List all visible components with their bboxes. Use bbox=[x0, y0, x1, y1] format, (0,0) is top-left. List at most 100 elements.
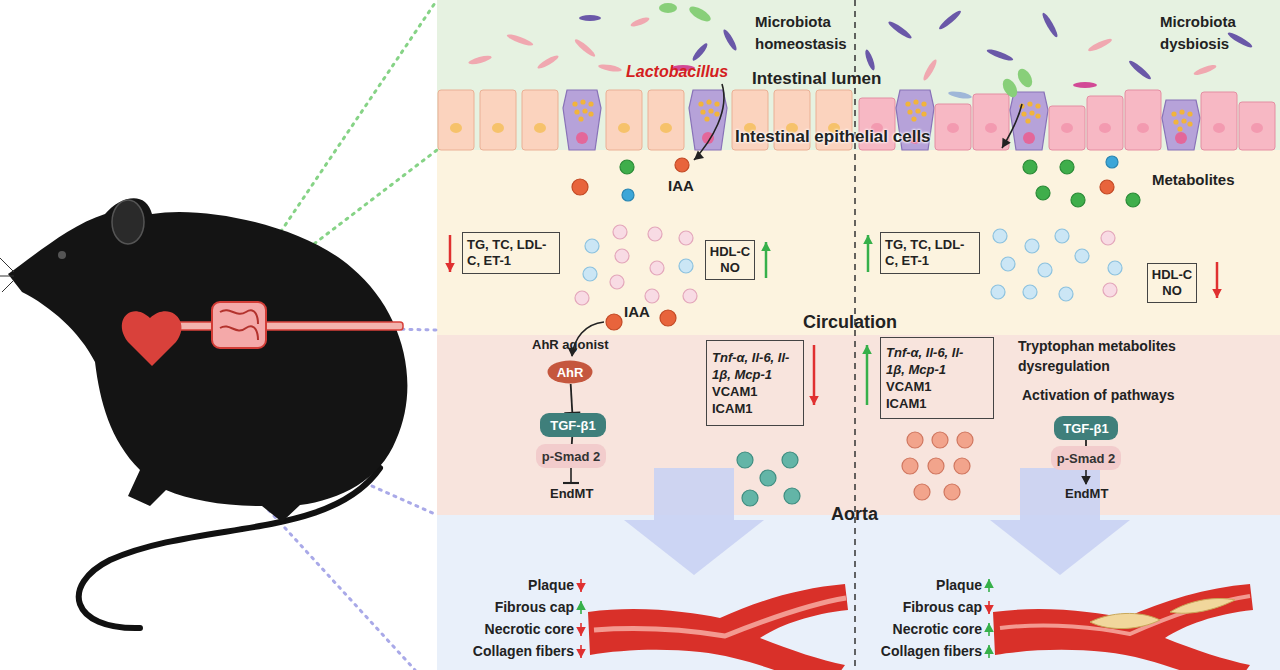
cell-nucleus bbox=[492, 123, 504, 133]
metabolite-dot bbox=[954, 458, 970, 474]
metabolite-dot bbox=[1103, 283, 1117, 297]
cell-nucleus bbox=[947, 123, 959, 133]
metabolite-dot bbox=[928, 458, 944, 474]
epithelial-cell bbox=[1201, 92, 1237, 150]
cell-nucleus bbox=[1023, 132, 1035, 144]
cytokine-box: Tnf-α, Il-6, Il-1β, Mcp-1VCAM1 ICAM1 bbox=[706, 340, 804, 426]
connector bbox=[564, 384, 580, 413]
metabolite-dot bbox=[1023, 285, 1037, 299]
outcome-label: Collagen fibers bbox=[440, 642, 574, 660]
divider-line bbox=[854, 0, 856, 670]
mucus-granule bbox=[588, 101, 593, 106]
metabolite-dot bbox=[1106, 156, 1118, 168]
epithelial-cell bbox=[438, 90, 474, 150]
bacterium bbox=[659, 3, 677, 13]
metabolite-dot bbox=[1025, 239, 1039, 253]
mouse-intestine bbox=[212, 302, 266, 348]
metabolite-dot bbox=[679, 231, 693, 245]
metabolite-dot bbox=[737, 452, 753, 468]
goblet-cell bbox=[563, 90, 601, 150]
metabolite-dot bbox=[1059, 287, 1073, 301]
trend-arrowhead bbox=[576, 583, 586, 592]
process-label: EndMT bbox=[1065, 486, 1108, 502]
mucus-granule bbox=[1021, 111, 1026, 116]
metabolite-dot bbox=[648, 227, 662, 241]
metabolite-dot bbox=[907, 432, 923, 448]
mouse-body bbox=[8, 198, 407, 522]
artery-lumen bbox=[594, 598, 846, 636]
pathway-pill: TGF-β1 bbox=[540, 413, 606, 437]
metabolite-dot bbox=[1001, 257, 1015, 271]
bacterium bbox=[1040, 11, 1059, 38]
process-label: EndMT bbox=[550, 486, 593, 502]
metabolite-label: Metabolites bbox=[1152, 170, 1235, 189]
metabolite-dot bbox=[932, 432, 948, 448]
mouse-whisker bbox=[0, 276, 14, 277]
node-text: Tnf-α, Il-6, Il-1β, Mcp-1 bbox=[712, 349, 798, 383]
mucus-granule bbox=[714, 111, 719, 116]
mucus-granule bbox=[1029, 110, 1034, 115]
mucus-granule bbox=[582, 108, 587, 113]
region-label: Intestinal lumen bbox=[752, 68, 881, 89]
metabolite-dot bbox=[991, 285, 1005, 299]
outcome-label: Plaque bbox=[440, 576, 574, 594]
cell-nucleus bbox=[534, 123, 546, 133]
epithelial-cell bbox=[1049, 106, 1085, 150]
cell-nucleus bbox=[1251, 123, 1263, 133]
mucus-granule bbox=[580, 99, 585, 104]
metabolite-dot bbox=[683, 289, 697, 303]
outcome-label: Plaque bbox=[840, 576, 982, 594]
node-text: HDL-C NO bbox=[1150, 267, 1194, 299]
ellipse-fill bbox=[548, 361, 593, 384]
mouse-whisker bbox=[2, 280, 14, 292]
region-label: Intestinal epithelial cells bbox=[735, 126, 931, 147]
arrow-label: AhR agonist bbox=[532, 337, 609, 353]
bacterium bbox=[1127, 59, 1152, 82]
mucus-granule bbox=[915, 108, 920, 113]
pathway-band bbox=[437, 335, 1280, 515]
metabolite-dot bbox=[1126, 193, 1140, 207]
metabolite-dot bbox=[1060, 160, 1074, 174]
cell-nucleus bbox=[1175, 132, 1187, 144]
note-label: Activation of pathways bbox=[1022, 386, 1174, 404]
bacterium bbox=[1193, 63, 1218, 77]
mucus-granule bbox=[578, 116, 583, 121]
mouse-eye bbox=[58, 251, 66, 259]
flow-arrow bbox=[990, 468, 1130, 575]
goblet-cell bbox=[1162, 100, 1200, 150]
epithelial-cell bbox=[648, 90, 684, 150]
bacterium bbox=[691, 42, 710, 63]
mucus-granule bbox=[1187, 111, 1192, 116]
mucus-granule bbox=[574, 109, 579, 114]
plaque-shape bbox=[1170, 599, 1235, 614]
metabolite-dot bbox=[620, 160, 634, 174]
leader-arrowhead bbox=[1002, 138, 1011, 148]
section-heading: Microbiota dysbiosis bbox=[1160, 11, 1260, 55]
trend-arrowhead bbox=[984, 579, 994, 588]
mucus-granule bbox=[1025, 118, 1030, 123]
leader-arrowhead bbox=[1081, 476, 1091, 485]
metabolite-dot bbox=[1101, 231, 1115, 245]
bacterium bbox=[863, 49, 876, 72]
mucus-granule bbox=[1187, 121, 1192, 126]
plaque-shape bbox=[1090, 613, 1160, 628]
metabolite-dot bbox=[914, 484, 930, 500]
bacterium bbox=[598, 63, 623, 73]
bacterium bbox=[687, 4, 713, 25]
metabolite-dot bbox=[583, 267, 597, 281]
metabolite-dot bbox=[1036, 186, 1050, 200]
leader-arrowhead bbox=[694, 151, 704, 160]
trend-arrowhead bbox=[862, 345, 872, 354]
intestine-loops bbox=[220, 310, 258, 340]
artery-lumen bbox=[1000, 596, 1250, 634]
mouse-whisker bbox=[0, 258, 14, 272]
metabolite-dot bbox=[957, 432, 973, 448]
bacterium bbox=[630, 16, 651, 28]
note-label: Tryptophan metabolites dysregulation bbox=[1018, 336, 1208, 376]
cell-nucleus bbox=[618, 123, 630, 133]
outcome-label: Fibrous cap bbox=[840, 598, 982, 616]
bacterium bbox=[468, 54, 493, 66]
metabolite-dot bbox=[944, 484, 960, 500]
